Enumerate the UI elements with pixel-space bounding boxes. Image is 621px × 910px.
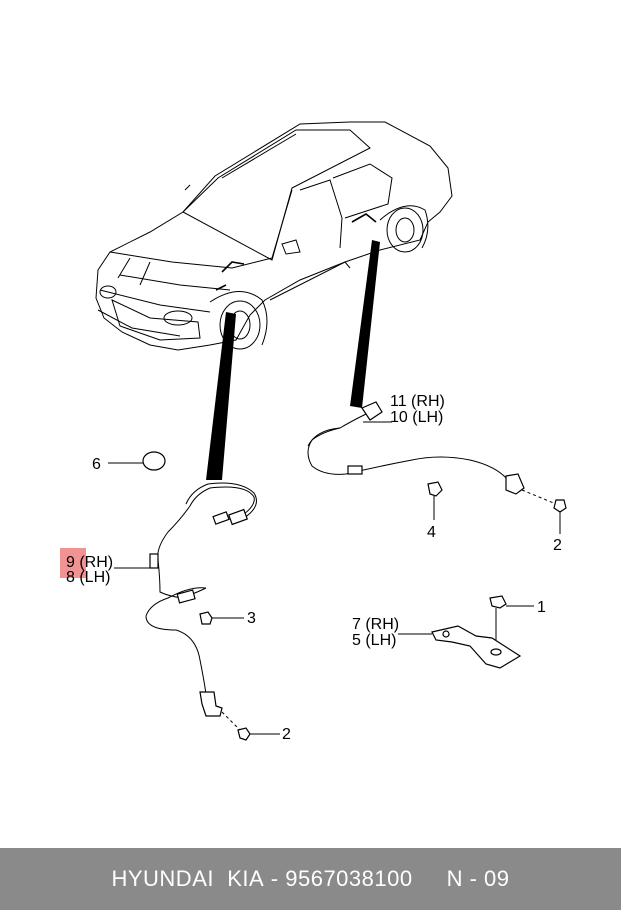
car-illustration (95, 121, 453, 351)
part-2-screw-front (237, 727, 280, 741)
part-4-bolt (427, 481, 443, 520)
parts-diagram: 6 9 (RH) 8 (LH) 3 2 11 (RH) 10 (LH) 4 2 … (60, 121, 567, 743)
callout-8: 8 (LH) (66, 569, 110, 586)
callout-10: 10 (LH) (390, 409, 443, 426)
footer-separator: - (264, 866, 286, 891)
footer-brand: HYUNDAI KIA (111, 866, 265, 891)
callout-9: 9 (RH) (66, 554, 113, 571)
callout-3: 3 (247, 610, 256, 627)
rear-sensor-cable (307, 401, 557, 505)
part-6-plug (108, 451, 166, 471)
callout-4: 4 (427, 524, 436, 541)
callout-2-rear: 2 (553, 537, 562, 554)
part-2-screw-rear (553, 499, 567, 534)
footer-page-code: N - 09 (446, 866, 510, 891)
bracket-5-7 (398, 625, 522, 669)
callout-9-highlight (60, 548, 86, 578)
footer-part-number: 9567038100 (285, 866, 413, 891)
callout-6: 6 (92, 456, 101, 473)
callout-5: 5 (LH) (352, 632, 396, 649)
footer-bar: HYUNDAI KIA - 9567038100 N - 09 (0, 848, 621, 910)
callout-1: 1 (537, 599, 546, 616)
callout-11: 11 (RH) (390, 393, 445, 410)
front-sensor-cable (114, 482, 257, 731)
front-wedge (206, 312, 236, 480)
rear-wedge (350, 240, 380, 408)
part-3-bolt (199, 611, 244, 625)
part-1-bolt (489, 595, 534, 640)
callout-2-front: 2 (282, 726, 291, 743)
callout-7: 7 (RH) (352, 616, 399, 633)
leader-wedges (206, 240, 380, 480)
